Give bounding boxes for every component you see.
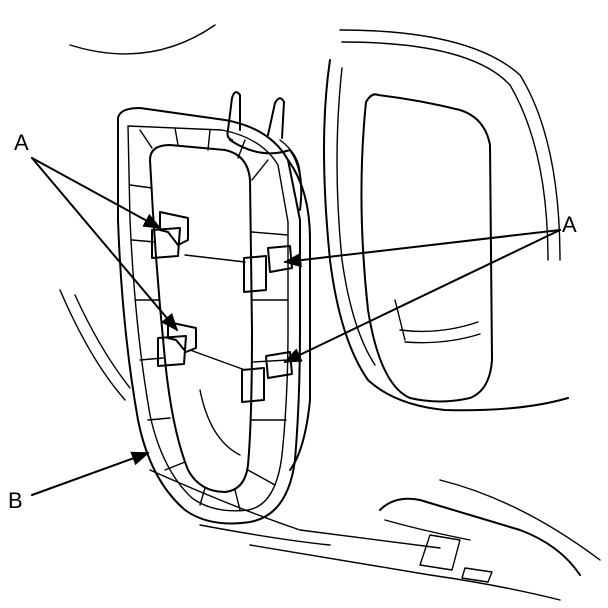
clip-right-upper xyxy=(243,245,293,293)
clip-right-lower xyxy=(241,351,293,403)
panel-opening xyxy=(360,93,493,403)
leader-lines xyxy=(31,157,561,496)
clip-left-lower xyxy=(157,321,197,367)
wire-harness xyxy=(226,91,303,211)
trim-frame xyxy=(117,107,311,525)
clip-left-upper xyxy=(151,211,189,259)
frame-label: B xyxy=(8,488,23,513)
clip-label-right: A xyxy=(562,212,577,237)
clip-label-left: A xyxy=(14,130,29,155)
body-panel xyxy=(59,24,601,561)
sill xyxy=(149,469,581,601)
